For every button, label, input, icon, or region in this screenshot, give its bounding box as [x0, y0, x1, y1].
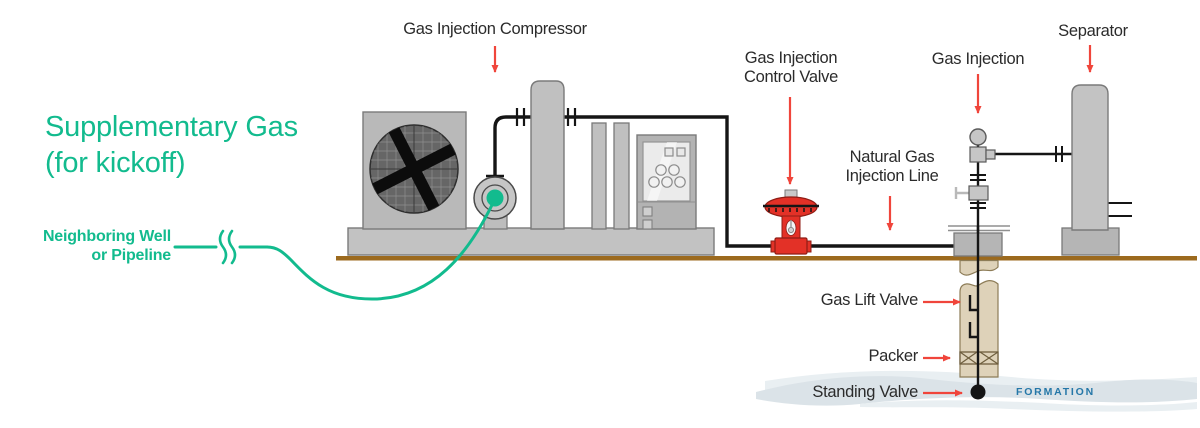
label-injection-line: Natural Gas Injection Line [845, 148, 939, 186]
wing-valve-handle [954, 187, 969, 199]
control-cabinet [636, 134, 697, 230]
label-neighboring-well: Neighboring Well or Pipeline [42, 228, 171, 264]
label-compressor: Gas Injection Compressor [403, 20, 587, 38]
fan-blades-icon [372, 127, 456, 211]
label-gas-lift-valve: Gas Lift Valve [820, 291, 919, 309]
injection-pipe [486, 108, 956, 248]
headline-supplementary-gas: Supplementary Gas (for kickoff) [45, 110, 298, 182]
headline-line1: Supplementary Gas [45, 111, 298, 143]
cooler-fan-unit [362, 111, 467, 230]
label-standing-valve: Standing Valve [812, 383, 918, 401]
separator-vessel [1061, 84, 1132, 256]
control-valve-icon [763, 189, 819, 255]
callout-arrows [491, 45, 1094, 397]
label-formation: FORMATION [1016, 386, 1095, 398]
compressor-column [530, 80, 565, 230]
label-packer: Packer [868, 347, 918, 365]
ground-line [336, 256, 1197, 261]
label-control-valve: Gas Injection Control Valve [744, 49, 838, 87]
compressor-fins [591, 122, 630, 230]
standing-valve-symbol [970, 384, 986, 400]
pipe-flange-marks [515, 108, 577, 126]
christmas-tree [954, 128, 1072, 233]
label-separator: Separator [1058, 22, 1128, 40]
line-break-symbol [218, 229, 237, 265]
well-casing [959, 226, 999, 400]
gas-lift-valve-symbols [968, 295, 978, 339]
headline-line2: (for kickoff) [45, 146, 186, 179]
label-gas-injection: Gas Injection [931, 50, 1025, 68]
compressor-skid-platform [347, 227, 715, 256]
supplementary-gas-line [173, 189, 504, 301]
